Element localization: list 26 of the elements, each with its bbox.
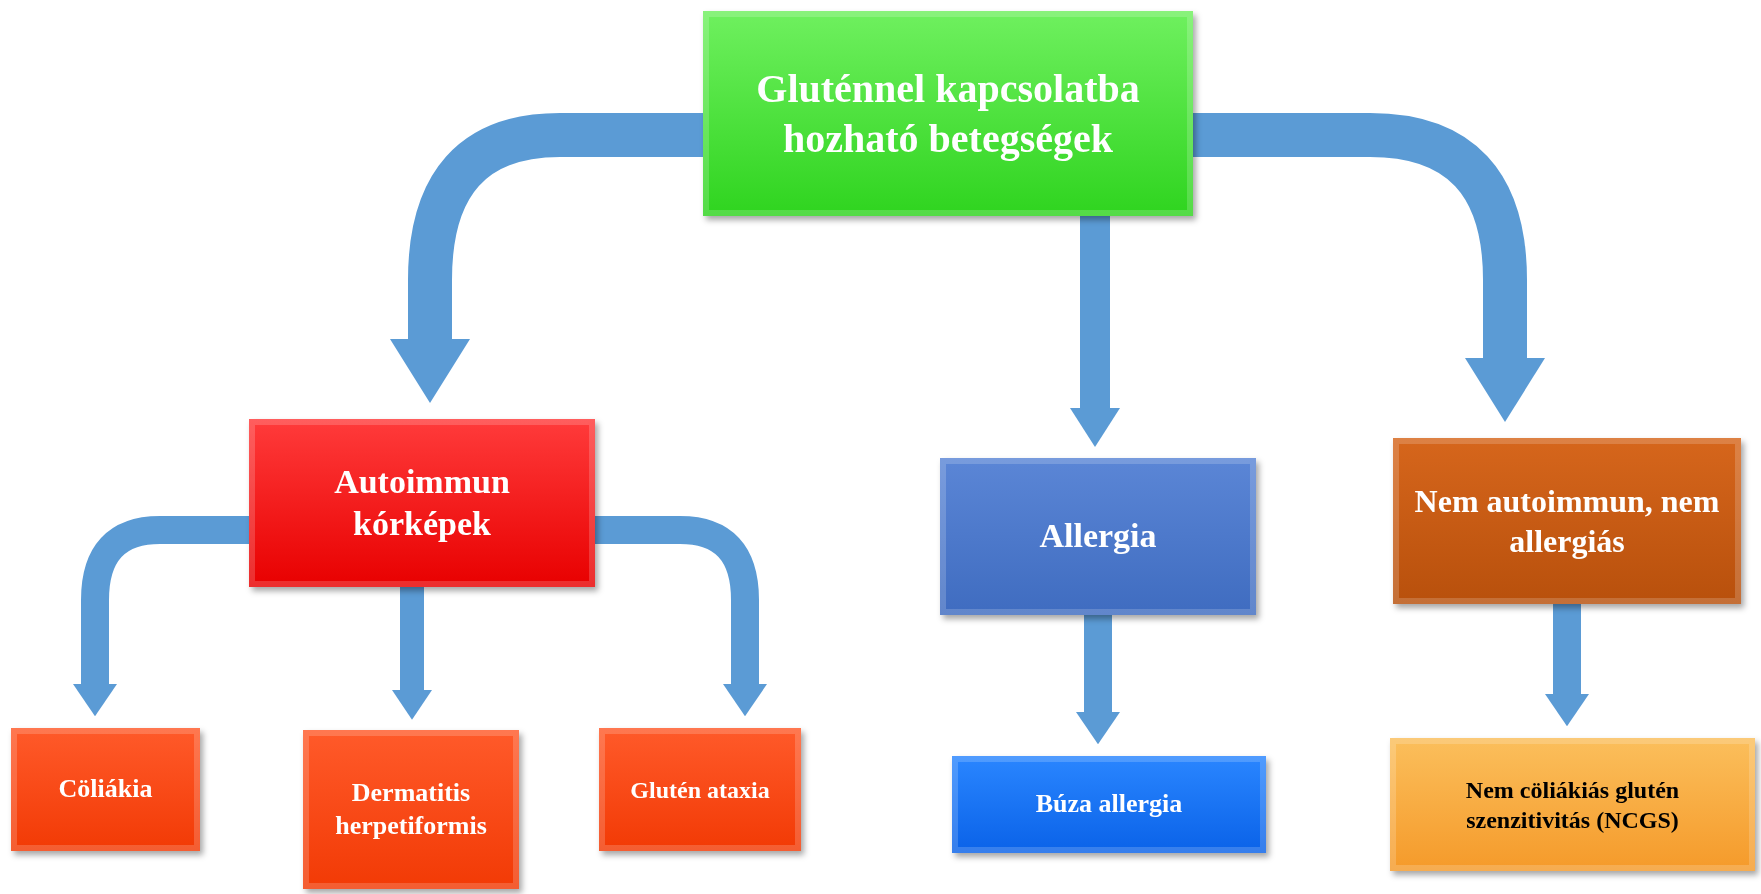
block-arrow xyxy=(392,587,432,720)
block-arrow xyxy=(1070,216,1120,448)
block-arrow xyxy=(1076,615,1120,745)
category-box xyxy=(599,728,801,851)
block-arrow xyxy=(73,516,249,717)
category-box xyxy=(940,458,1256,615)
block-arrow xyxy=(1193,113,1545,422)
category-box xyxy=(11,728,200,851)
box-label: Glutén ataxia xyxy=(630,775,770,805)
box-label: Nem cöliákiás glutén szenzitivitás (NCGS) xyxy=(1464,775,1681,835)
category-box xyxy=(303,730,519,889)
box-label: Allergia xyxy=(1039,516,1157,557)
block-arrow xyxy=(390,113,703,403)
box-label: Cöliákia xyxy=(58,773,153,806)
box-label: Autoimmun kórképek xyxy=(333,461,511,544)
block-arrow xyxy=(1545,604,1589,727)
category-box xyxy=(249,419,595,587)
box-label: Búza allergia xyxy=(1035,788,1183,821)
block-arrow xyxy=(595,516,767,717)
category-box xyxy=(952,756,1266,853)
category-box xyxy=(703,11,1193,216)
category-box xyxy=(1390,738,1755,871)
box-label: Gluténnel kapcsolatba hozható betegségek xyxy=(755,64,1141,163)
box-label: Dermatitis herpetiformis xyxy=(334,777,488,842)
category-box xyxy=(1393,438,1741,604)
box-label: Nem autoimmun, nem allergiás xyxy=(1413,482,1721,561)
